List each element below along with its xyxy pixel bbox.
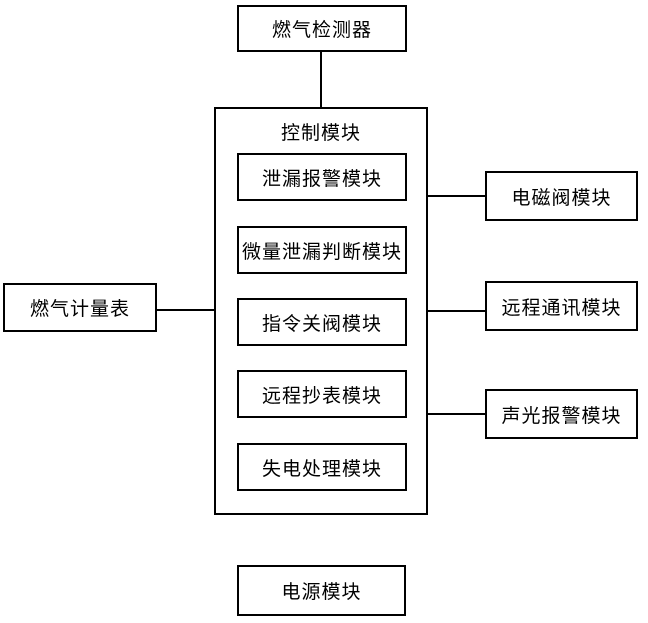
node-gas-metering-meter: 燃气计量表	[3, 283, 157, 332]
connector-detector-control	[320, 52, 322, 107]
node-gas-detector: 燃气检测器	[237, 5, 407, 52]
node-solenoid-valve-module: 电磁阀模块	[485, 171, 638, 221]
connector-control-sound-light-alarm	[428, 413, 485, 415]
connector-control-solenoid-valve	[428, 195, 485, 197]
node-remote-communication-module: 远程通讯模块	[485, 281, 638, 331]
node-sound-light-alarm-module: 声光报警模块	[485, 389, 638, 439]
node-command-valve-close-module: 指令关阀模块	[237, 298, 407, 346]
node-power-supply-module: 电源模块	[237, 565, 406, 616]
node-power-loss-handling-module: 失电处理模块	[237, 443, 407, 491]
node-leak-alarm-module: 泄漏报警模块	[237, 153, 407, 201]
control-module-title: 控制模块	[280, 122, 361, 144]
node-remote-meter-reading-module: 远程抄表模块	[237, 370, 407, 418]
connector-control-remote-comm	[428, 310, 485, 312]
connector-meter-control	[157, 309, 214, 311]
node-micro-leak-judgement-module: 微量泄漏判断模块	[237, 226, 407, 274]
